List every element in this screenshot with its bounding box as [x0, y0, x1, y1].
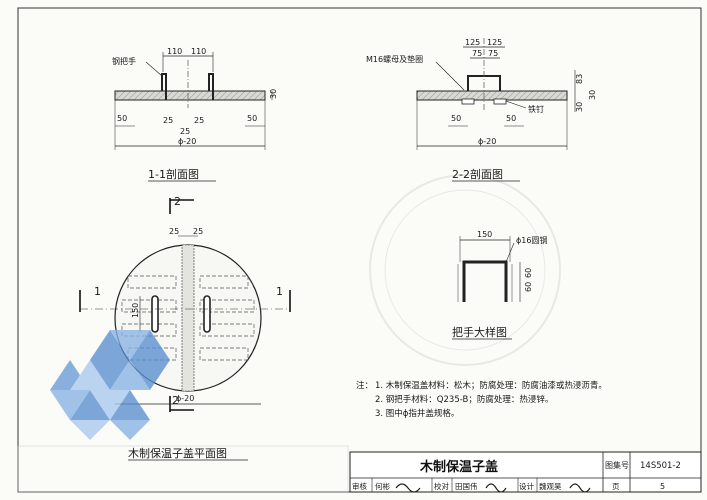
- atlas-no: 14S501-2: [640, 461, 681, 471]
- dim-50-right-1-1: 50: [247, 114, 257, 123]
- dim-125-left: 125: [465, 38, 480, 47]
- dim-60-b: 60: [524, 268, 533, 278]
- note-item-1: 1. 木制保温盖材料：松木；防腐处理：防腐油漆或热浸沥青。: [375, 380, 607, 391]
- section-1-1: 110 110 钢把手 30 50 50 25 25 25 ϕ-20 1-1剖面…: [112, 47, 278, 182]
- dim-110-left: 110: [167, 47, 182, 56]
- cover-board-2-2: [416, 90, 568, 101]
- check-label: 校对: [434, 481, 449, 491]
- note-item-2: 2. 钢把手材料：Q235-B；防腐处理：热浸锌。: [375, 394, 553, 405]
- label-round-steel: ϕ16圆钢: [516, 235, 547, 245]
- page-label: 页: [612, 482, 620, 491]
- title-block: 木制保温子盖 图集号 14S501-2 审核 何彬 校对 田国伟 设计 魏观昊 …: [17, 445, 702, 493]
- title-handle-detail: 把手大样图: [452, 325, 507, 339]
- handle-left-plan: [151, 295, 159, 333]
- review-label: 审核: [352, 481, 367, 491]
- dim-25-left-plan: 25: [169, 227, 179, 236]
- handle-detail: 150 ϕ16圆钢 60 60 把手大样图: [452, 230, 547, 340]
- atlas-no-label: 图集号: [605, 460, 629, 470]
- handle-left-1-1: [161, 73, 167, 100]
- dim-75-left: 75: [472, 49, 482, 58]
- dim-30-1-1: 30: [269, 89, 278, 99]
- title-plan-view: 木制保温子盖平面图: [128, 446, 227, 460]
- page-number: 5: [660, 482, 665, 491]
- handle-right-1-1: [208, 73, 214, 100]
- dim-30-top-2-2: 30: [588, 90, 597, 100]
- check-name: 田国伟: [455, 481, 478, 491]
- design-signature: [569, 483, 591, 493]
- dim-diameter-1-1: ϕ-20: [178, 137, 196, 146]
- dim-83: 83: [575, 74, 584, 84]
- dim-50-left-1-1: 50: [117, 114, 127, 123]
- notes: 注： 1. 木制保温盖材料：松木；防腐处理：防腐油漆或热浸沥青。 2. 钢把手材…: [356, 380, 607, 419]
- design-name: 魏观昊: [539, 481, 562, 491]
- section-marker-2-top: 2: [174, 195, 181, 208]
- note-item-3: 3. 图中ϕ指井盖规格。: [375, 408, 459, 419]
- dim-150-handle: 150: [477, 230, 492, 239]
- dim-30-side-2-2: 30: [575, 102, 584, 112]
- design-label: 设计: [519, 481, 534, 491]
- cover-board-1-1: [114, 90, 266, 101]
- dim-75-right: 75: [488, 49, 498, 58]
- check-signature: [485, 483, 507, 493]
- drawing-title: 木制保温子盖: [419, 459, 498, 475]
- dim-25-b-1-1: 25: [194, 116, 204, 125]
- dim-50-left-2-2: 50: [451, 114, 461, 123]
- background-ghost: [369, 174, 561, 366]
- dim-25-c-1-1: 25: [180, 127, 190, 136]
- section-marker-1-left: 1: [94, 285, 101, 298]
- section-marker-1-right: 1: [276, 285, 283, 298]
- dim-60-a: 60: [524, 282, 533, 292]
- section-marker-2-bottom: 2: [172, 394, 179, 407]
- dim-50-right-2-2: 50: [506, 114, 516, 123]
- notes-heading: 注：: [356, 380, 373, 391]
- label-steel-handle: 钢把手: [112, 56, 136, 66]
- dim-diameter-plan: ϕ-20: [176, 394, 194, 403]
- dim-25-right-plan: 25: [193, 227, 203, 236]
- title-section-1-1: 1-1剖面图: [148, 167, 199, 181]
- review-signature: [395, 483, 421, 493]
- review-name: 何彬: [375, 481, 390, 491]
- dim-150-plan: 150: [131, 303, 140, 318]
- label-bolt-washer: M16螺母及垫圈: [366, 54, 423, 64]
- label-iron-nail: 铁钉: [528, 104, 544, 114]
- dim-110-right: 110: [191, 47, 206, 56]
- handle-u-shape: [462, 260, 508, 302]
- dim-diameter-2-2: ϕ-20: [478, 137, 496, 146]
- title-section-2-2: 2-2剖面图: [452, 167, 503, 181]
- dim-125-right: 125: [487, 38, 502, 47]
- section-2-2: 125 125 75 75 M16螺母及垫圈 铁钉 83 30 30 50 50…: [366, 38, 597, 182]
- watermark-logo: [50, 330, 170, 440]
- dim-25-a-1-1: 25: [163, 116, 173, 125]
- handle-right-plan: [203, 295, 211, 333]
